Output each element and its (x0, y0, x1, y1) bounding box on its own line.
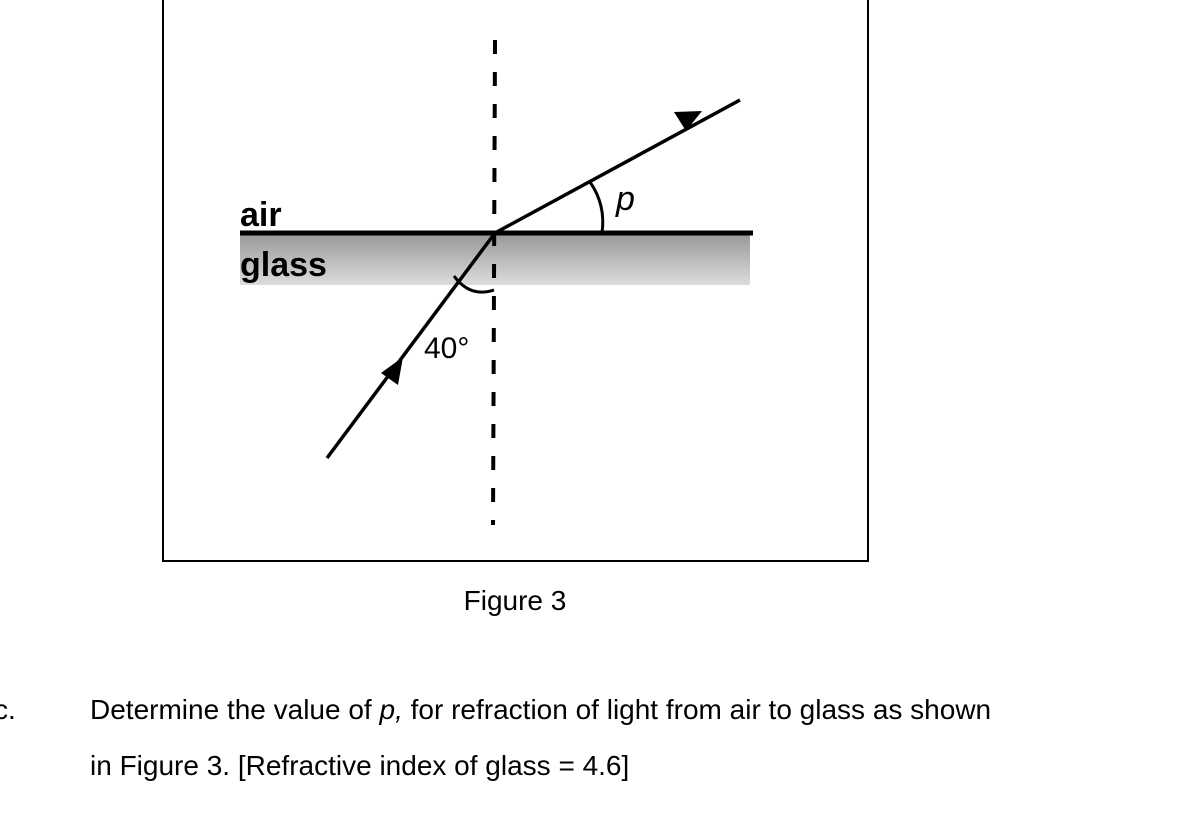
q-text-pre: Determine the value of (90, 694, 380, 725)
question-line-2: in Figure 3. [Refractive index of glass … (90, 750, 630, 781)
label-air: air (240, 196, 282, 234)
arrow-incident-icon (381, 357, 403, 385)
incident-ray (325, 231, 497, 460)
label-p: p (615, 180, 635, 218)
angle-p-arc (588, 181, 605, 234)
q-text-post: for refraction of light from air to glas… (402, 694, 992, 725)
label-40: 40° (424, 332, 469, 365)
refracted-ray (494, 98, 741, 235)
arrow-refracted-icon (674, 111, 702, 131)
question-line-1: Determine the value of p, for refraction… (90, 694, 991, 726)
figure-caption: Figure 3 (463, 585, 567, 616)
angle-40-arc (452, 275, 495, 294)
q-variable: p, (379, 694, 403, 725)
figure-frame (162, 0, 869, 562)
label-glass: glass (240, 246, 327, 284)
question-label: c. (0, 694, 16, 725)
